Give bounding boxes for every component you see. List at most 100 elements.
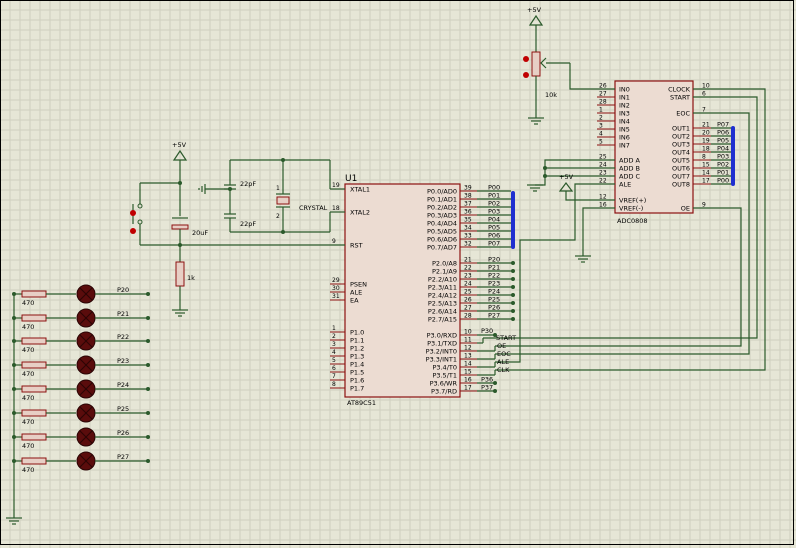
pot-vcc-label: +5V (527, 6, 542, 14)
u1-pin-number: 18 (332, 205, 340, 212)
u1-pin-name: P1.4 (350, 361, 364, 369)
led-resistor-value: 470 (22, 394, 34, 402)
led-resistor-value: 470 (22, 442, 34, 450)
led-resistor[interactable] (21, 337, 47, 345)
reset-switch-probe-icon (130, 210, 136, 216)
crystal-oscillator[interactable]: 22pF 22pF 1 2 CRYSTAL (198, 158, 345, 234)
u1-pin-number: 14 (464, 361, 472, 368)
net-label-oe: OE (497, 342, 506, 350)
u1-pin-name: P0.0/AD0 (427, 188, 457, 196)
reset-switch-probe-icon (130, 228, 136, 234)
u1-net-label: P24 (488, 288, 500, 296)
adc-net-label: P01 (717, 169, 729, 177)
adc-pin-name: IN4 (619, 118, 630, 126)
vref-vcc-label: +5V (559, 173, 574, 181)
adc-pin-name: ADD B (619, 165, 640, 173)
led-resistor[interactable] (21, 361, 47, 369)
led-bank[interactable]: 470P20470P21470P22470P23470P24470P25470P… (6, 284, 150, 525)
u1-net-label: P20 (488, 256, 500, 264)
led-net-label: P22 (117, 333, 129, 341)
adc-pin-number: 14 (702, 170, 710, 177)
potentiometer[interactable]: +5V 10k (523, 6, 615, 125)
u1-pin-number: 36 (464, 209, 472, 216)
crystal-pin1: 1 (276, 185, 280, 192)
adc-body[interactable] (614, 80, 694, 214)
u1-pin-name: P1.3 (350, 353, 364, 361)
adc-pin-number: 17 (702, 178, 710, 185)
adc-pin-number: 12 (599, 194, 607, 201)
u1-pin-name: P0.7/AD7 (427, 244, 457, 252)
adc-pin-name: OUT5 (672, 157, 690, 165)
u1-net-label: P27 (488, 312, 500, 320)
u1-net-label: P00 (488, 184, 500, 192)
u1-pin-number: 12 (464, 345, 472, 352)
led-resistor[interactable] (21, 433, 47, 441)
cap2-value: 22pF (240, 220, 256, 228)
u1-pin-number: 11 (464, 337, 472, 344)
u1-pin-name: P2.3/A11 (428, 284, 457, 292)
led-resistor-value: 470 (22, 299, 34, 307)
adc-pin-name: IN0 (619, 86, 630, 94)
adc-pin-name: EOC (676, 110, 690, 118)
u1-ref: U1 (345, 174, 357, 184)
crystal-body[interactable] (276, 196, 290, 205)
u1-pin-name: XTAL2 (350, 209, 370, 217)
u1-pin-number: 7 (332, 373, 336, 380)
adc-pin-name: OE (681, 205, 690, 213)
u1-net-label: P05 (488, 224, 500, 232)
adc-pin-name: ALE (619, 181, 631, 189)
u1-pin-number: 22 (464, 265, 472, 272)
u1-pin-name: P3.0/RXD (427, 332, 457, 340)
adc-pin-number: 5 (599, 139, 603, 146)
adc-pin-number: 3 (599, 123, 603, 130)
u1-pin-name: P3.3/INT1 (426, 356, 457, 364)
adc-pin-number: 9 (702, 202, 706, 209)
adc-pin-name: VREF(-) (619, 205, 643, 213)
u1-pin-name: EA (350, 297, 359, 305)
u1-pin-name: P1.6 (350, 377, 364, 385)
adc-pin-name: OUT8 (672, 181, 690, 189)
u1-pin-number: 5 (332, 357, 336, 364)
u1-pin-name: P3.4/T0 (432, 364, 457, 372)
adc-pin-number: 10 (702, 83, 710, 90)
reset-resistor[interactable] (175, 261, 185, 287)
led-net-label: P26 (117, 429, 129, 437)
led-resistor-value: 470 (22, 370, 34, 378)
led-resistor-value: 470 (22, 346, 34, 354)
adc-pin-name: OUT1 (672, 125, 690, 133)
crystal-pin2: 2 (276, 213, 280, 220)
adc-net-label: P00 (717, 177, 729, 185)
pot-probe-icon (523, 56, 529, 62)
reset-circuit[interactable]: +5V 20uF 1k (130, 141, 345, 317)
led-resistor[interactable] (21, 409, 47, 417)
u1-pin-number: 34 (464, 225, 472, 232)
u1-pin-name: P0.6/AD6 (427, 236, 457, 244)
adc-net-label: P02 (717, 161, 729, 169)
u1-pin-number: 9 (332, 238, 336, 245)
u1-pin-name: P1.2 (350, 345, 364, 353)
adc-pin-number: 8 (702, 154, 706, 161)
pot-body[interactable] (531, 51, 541, 77)
led-resistor-value: 470 (22, 323, 34, 331)
cap1-value: 22pF (240, 180, 256, 188)
u1-pin-name: RST (350, 242, 363, 250)
adc-pin-name: IN6 (619, 134, 630, 142)
u1-part: AT89C51 (347, 399, 376, 407)
u1-body[interactable] (344, 183, 461, 398)
adc-pin-number: 20 (702, 130, 710, 137)
pot-wiper-arrow (540, 57, 547, 69)
u1-pin-number: 8 (332, 381, 336, 388)
u1-pin-name: P3.5/T1 (432, 372, 457, 380)
u1-pin-number: 21 (464, 257, 472, 264)
led-resistor[interactable] (21, 457, 47, 465)
u1-pin-name: P0.2/AD2 (427, 204, 457, 212)
led-resistor[interactable] (21, 385, 47, 393)
led-resistor[interactable] (21, 314, 47, 322)
u1-pin-number: 27 (464, 305, 472, 312)
adc-pin-number: 2 (599, 115, 603, 122)
led-resistor[interactable] (21, 290, 47, 298)
